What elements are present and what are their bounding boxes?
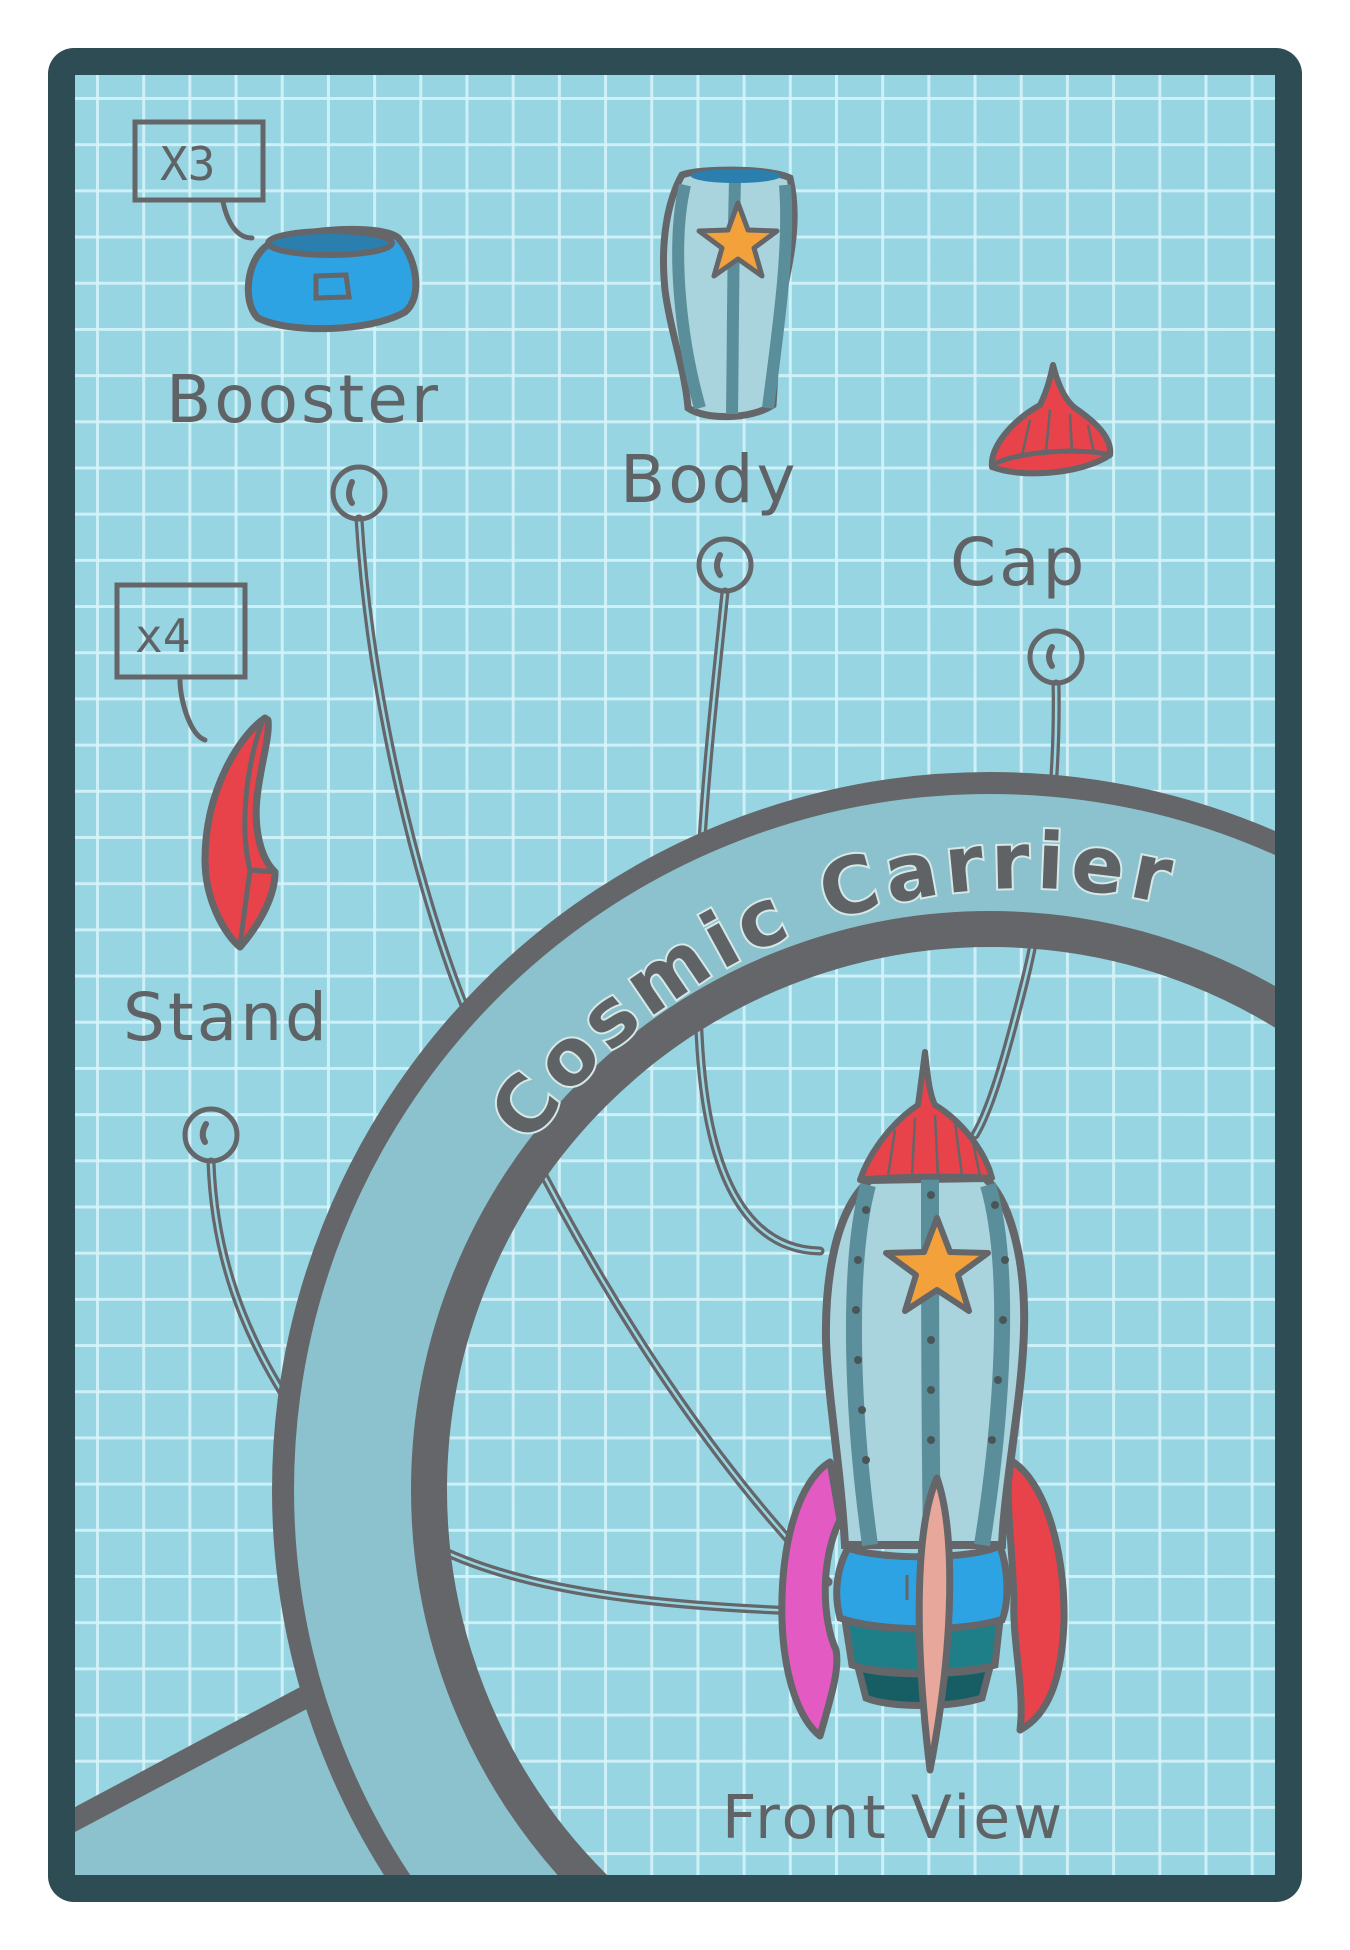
part-label-booster: Booster <box>166 361 441 438</box>
part-cap: Cap <box>950 362 1114 686</box>
quantity-label-stand: x4 <box>135 609 190 663</box>
booster-ring-icon <box>244 225 420 333</box>
diagram-title: Cosmic Carrier <box>473 817 1185 1158</box>
quantity-box-stand <box>114 582 248 680</box>
nose-cone-icon <box>988 362 1114 477</box>
part-booster: X3 Booster <box>132 119 441 522</box>
title-ring <box>272 772 1275 1875</box>
assembled-rocket <box>778 1049 1068 1774</box>
part-label-body: Body <box>620 441 799 518</box>
pin-icon <box>1027 628 1085 686</box>
pin-icon <box>330 464 388 522</box>
quantity-label-booster: X3 <box>160 137 215 191</box>
rocket-body-icon <box>660 166 798 421</box>
fin-icon <box>201 714 279 951</box>
fin-center-icon <box>915 1474 954 1774</box>
part-label-cap: Cap <box>950 524 1087 601</box>
part-stand: x4 Stand <box>114 582 330 1164</box>
quantity-box-booster <box>132 119 266 203</box>
part-body: Body <box>620 166 799 594</box>
fin-left-icon <box>778 1458 844 1740</box>
pin-icon <box>696 536 754 594</box>
pin-icon <box>182 1106 240 1164</box>
part-label-stand: Stand <box>123 979 330 1056</box>
fin-right-icon <box>1004 1456 1068 1734</box>
view-label: Front View <box>722 1783 1065 1853</box>
star-icon <box>883 1215 991 1314</box>
nose-cone-icon <box>857 1049 995 1183</box>
